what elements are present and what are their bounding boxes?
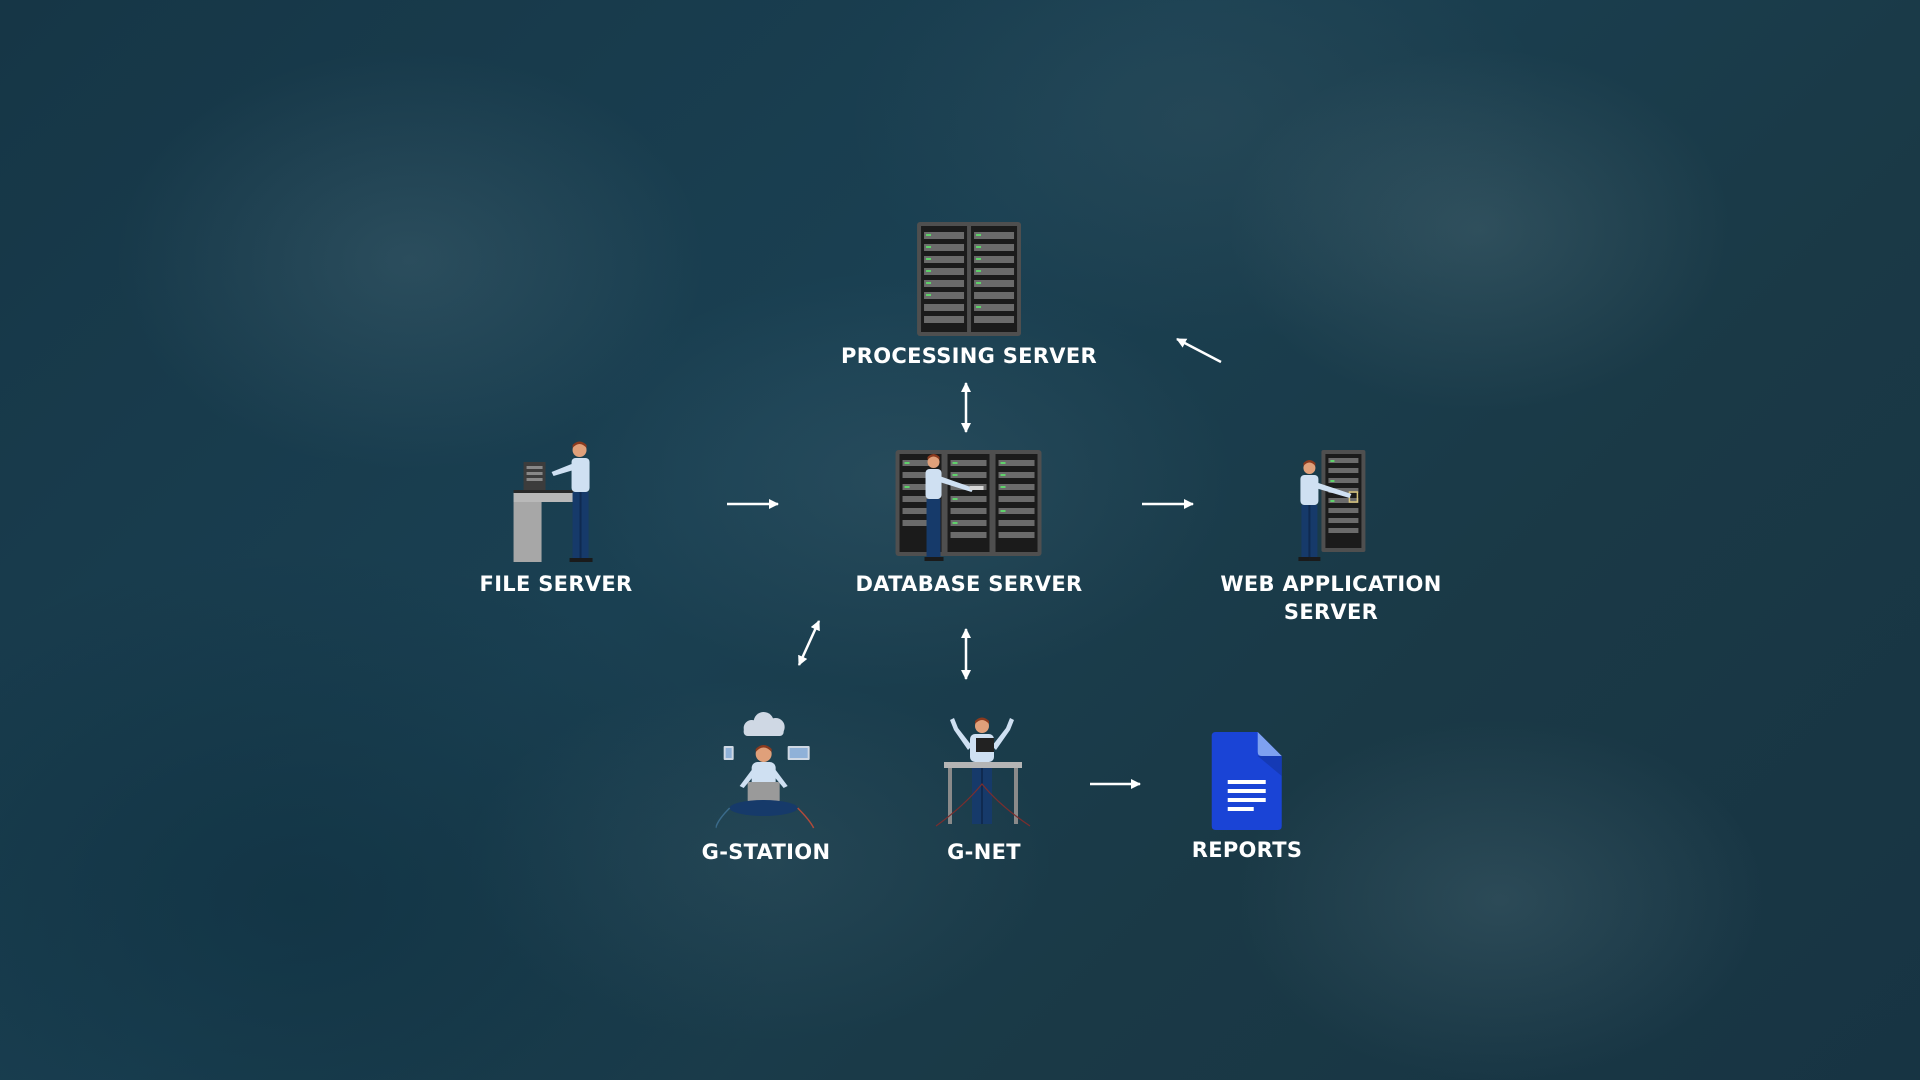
processing-server-label: PROCESSING SERVER — [841, 344, 1097, 368]
processing-server-node: PROCESSING SERVER — [841, 222, 1097, 370]
database-rack-icon — [895, 450, 1042, 561]
file-server-label: FILE SERVER — [479, 572, 633, 596]
network-user-icon — [935, 717, 1031, 827]
g-net-label: G-NET — [947, 840, 1021, 864]
document-icon — [1211, 732, 1282, 830]
web-server-technician-icon — [1298, 450, 1365, 561]
database-server-node: DATABASE SERVER — [856, 450, 1083, 598]
web-application-server-node: WEB APPLICATION SERVER — [1220, 448, 1441, 626]
reports-label: REPORTS — [1191, 838, 1303, 862]
cloud-user-icon — [715, 712, 815, 829]
arrow-web-to-processing — [1176, 337, 1222, 364]
g-net-node: G-NET — [934, 714, 1034, 866]
database-server-label: DATABASE SERVER — [855, 572, 1083, 596]
arrow-database-gstation — [797, 620, 821, 666]
web-application-server-label: WEB APPLICATION SERVER — [1220, 572, 1442, 624]
server-rack-icon — [916, 222, 1021, 336]
g-station-label: G-STATION — [701, 840, 831, 864]
technician-workstation-icon — [514, 441, 593, 562]
reports-node: REPORTS — [1192, 730, 1303, 864]
file-server-node: FILE SERVER — [480, 440, 633, 598]
g-station-node: G-STATION — [702, 712, 831, 866]
